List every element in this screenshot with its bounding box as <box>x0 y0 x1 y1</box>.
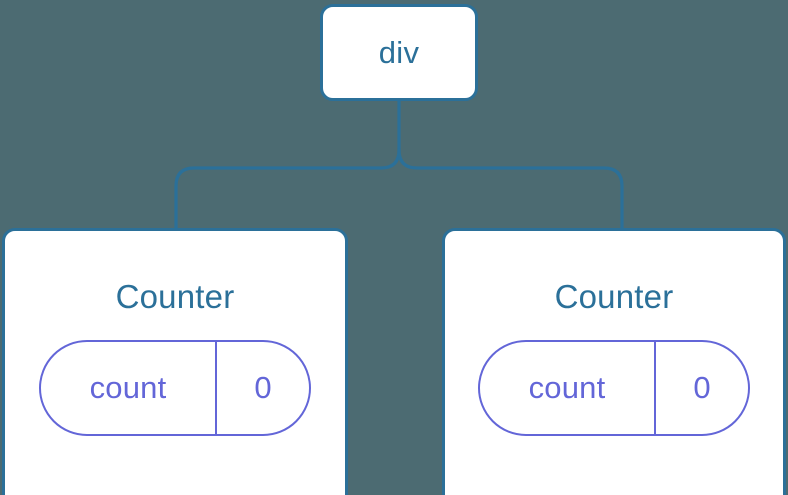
state-pill-left[interactable]: count 0 <box>39 340 311 436</box>
node-counter-left-label: Counter <box>115 278 235 315</box>
state-key-cell-left: count <box>41 342 217 434</box>
node-counter-right-label: Counter <box>554 278 674 315</box>
node-div[interactable]: div <box>320 4 478 101</box>
node-counter-left[interactable]: Counter count 0 <box>2 228 348 495</box>
state-key-cell-right: count <box>480 342 656 434</box>
state-value-cell-right: 0 <box>656 342 748 434</box>
connector-root-to-child-right <box>397 148 624 232</box>
connector-root-to-children <box>174 99 401 232</box>
node-counter-right[interactable]: Counter count 0 <box>442 228 786 495</box>
state-key-left: count <box>89 370 167 405</box>
state-value-cell-left: 0 <box>217 342 309 434</box>
state-value-left: 0 <box>254 370 272 405</box>
node-div-label: div <box>378 34 420 70</box>
state-value-right: 0 <box>693 370 711 405</box>
state-pill-right[interactable]: count 0 <box>478 340 750 436</box>
state-key-right: count <box>528 370 606 405</box>
